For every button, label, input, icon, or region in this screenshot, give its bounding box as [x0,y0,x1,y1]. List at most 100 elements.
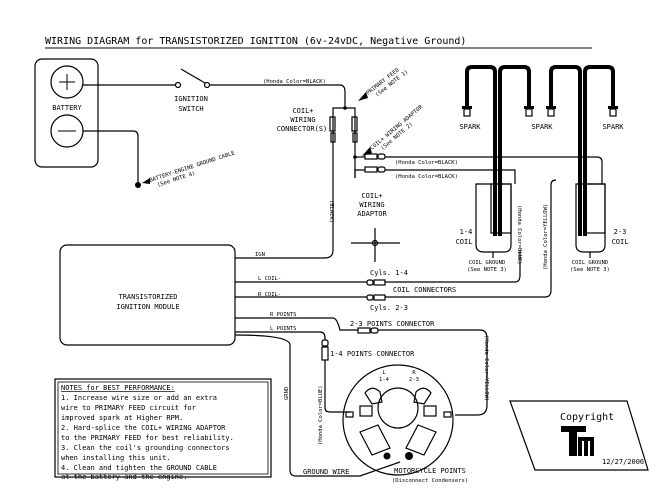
spark-plug-wires [465,65,615,236]
terminal-l-points: L POINTS [270,326,297,332]
ground-cable [83,130,139,184]
copyright-label: Copyright [560,412,614,423]
module-label-2: IGNITION MODULE [116,303,179,311]
points-title: MOTORCYCLE POINTS [394,467,466,475]
battery: BATTERY [34,58,99,168]
terminal-r-coil: R COIL- [258,292,281,298]
adaptor-wire-2-label: (Honda Color=BLACK) [395,174,458,180]
primary-feed-annotation: PRIMARY FEED (See NOTE 1) [366,67,410,98]
crosshair-icon [371,239,379,247]
coil-2-3: 2-3 COIL COIL GROUND (See NOTE 3) [570,183,629,273]
svg-text:4. Clean and tighten the GROUN: 4. Clean and tighten the GROUND CABLE [61,464,217,472]
copyright-box: Copyright 12/27/2006 [509,400,649,471]
svg-text:R: R [412,370,416,376]
notes-box: NOTES for BEST PERFORMANCE: 1. Increase … [54,378,272,481]
coil-connector-right-icon [351,116,358,132]
svg-text:2. Hard-splice the COIL+ WIRIN: 2. Hard-splice the COIL+ WIRING ADAPTOR [61,424,226,432]
copyright-date: 12/27/2006 [602,458,644,466]
battery-positive-terminal-icon [50,65,84,99]
switch-label-2: SWITCH [178,105,203,113]
svg-text:(See NOTE 3): (See NOTE 3) [570,267,610,273]
points-23-label: 2-3 POINTS CONNECTOR [350,320,435,328]
arrow-icon [358,92,368,101]
spark-label: SPARK [459,123,481,131]
ignition-switch: IGNITION SWITCH [83,68,211,113]
adaptor-label-1: COIL+ [361,192,382,200]
ign-wire-color-label: (BLACK) [328,200,334,223]
svg-text:wire to PRIMARY FEED circuit f: wire to PRIMARY FEED circuit for [61,404,196,412]
coil-connector-label-2: WIRING [290,116,315,124]
coil-connectors-label: COIL CONNECTORS [393,286,456,294]
terminal-r-points: R POINTS [270,312,297,318]
svg-text:improved spark at Higher RPM.: improved spark at Higher RPM. [61,414,183,422]
tm-logo-icon [561,426,594,456]
ign-wire [235,150,334,259]
svg-text:1-4: 1-4 [460,228,473,236]
coil-connector-label-3: CONNECTOR(S) [277,125,328,133]
cyls-23-label: Cyls. 2-3 [370,304,408,312]
ignition-module [59,244,236,346]
svg-text:2-3: 2-3 [409,377,419,383]
l-points-wire [324,360,350,413]
adaptor-wire-2 [385,169,516,184]
r-points-wire-label: (Honda Color=YELLOW) [483,335,489,401]
svg-text:COIL GROUND: COIL GROUND [572,260,608,266]
spark-plug-icon [462,98,618,117]
svg-text:COIL+ WIRING ADAPTOR: COIL+ WIRING ADAPTOR [369,104,424,152]
points-connector-14-icon [321,346,329,361]
coil-connector-left-icon [329,116,336,132]
svg-text:BATTERY-ENGINE GROUND CABLE: BATTERY-ENGINE GROUND CABLE [149,151,236,184]
adaptor-wire-1 [385,156,603,184]
module-label-1: TRANSISTORIZED [118,293,177,301]
spark-label: SPARK [602,123,624,131]
svg-text:2-3: 2-3 [614,228,627,236]
adaptor-wire-1-label: (Honda Color=BLACK) [395,160,458,166]
terminal-l-coil: L COIL- [258,276,281,282]
primary-feed-wire [210,84,346,108]
ground-wire-label: GROUND WIRE [303,468,349,476]
svg-text:1. Increase wire size or add a: 1. Increase wire size or add an extra [61,394,217,402]
coil23-wire-label: (Honda Color=YELLOW) [543,204,549,270]
cyls-14-label: Cyls. 1-4 [370,269,408,277]
feed-wire-color-label: (Honda Color=BLACK) [263,79,326,85]
coil-1-4: 1-4 COIL COIL GROUND (See NOTE 3) [456,183,512,273]
adaptor-connector-icon [364,166,378,173]
motorcycle-points: L 1-4 R 2-3 [342,364,454,476]
terminal-ign: IGN [255,252,265,258]
svg-text:(See NOTE 3): (See NOTE 3) [467,267,507,273]
adaptor-connector-icon [364,153,378,160]
svg-text:to the PRIMARY FEED for best r: to the PRIMARY FEED for best reliability… [61,434,234,442]
points-connector-23-icon [357,327,371,334]
svg-text:3. Clean the coil's grounding: 3. Clean the coil's grounding connectors [61,444,230,452]
switch-blade-icon [180,68,206,84]
svg-text:1-4: 1-4 [379,377,390,383]
r-points-wire [378,329,488,416]
notes-heading: NOTES for BEST PERFORMANCE: [61,384,175,392]
l-points-wire-label: (Honda Color=BLUE) [318,385,324,445]
points-14-label: 1-4 POINTS CONNECTOR [330,350,415,358]
switch-label-1: IGNITION [174,95,208,103]
grnd-label: GRND [284,387,290,400]
adaptor-label-2: WIRING [359,201,384,209]
adaptor-label-3: ADAPTOR [357,210,387,218]
svg-text:COIL GROUND: COIL GROUND [469,260,505,266]
diagram-title: WIRING DIAGRAM for TRANSISTORIZED IGNITI… [45,36,466,47]
ground-wire [234,334,401,477]
coil14-wire-label: (Honda Color=BLUE) [516,205,522,265]
ground-cable-annotation: BATTERY-ENGINE GROUND CABLE (See NOTE 4) [149,151,236,189]
battery-label: BATTERY [52,104,82,112]
svg-text:COIL: COIL [456,238,473,246]
adaptor-annotation: COIL+ WIRING ADAPTOR (See NOTE 2) [369,104,424,152]
coil-connector-14-icon [373,279,386,286]
l-coil-wire [385,250,521,283]
svg-text:when installing this unit.: when installing this unit. [61,454,171,462]
ground-point-icon [135,182,141,188]
svg-text:L: L [382,370,386,376]
svg-text:COIL: COIL [612,238,629,246]
r-coil-wire [385,179,557,298]
coil-connector-23-icon [373,294,386,301]
spark-label: SPARK [531,123,553,131]
svg-text:at the battery and the engine.: at the battery and the engine. [61,473,187,481]
